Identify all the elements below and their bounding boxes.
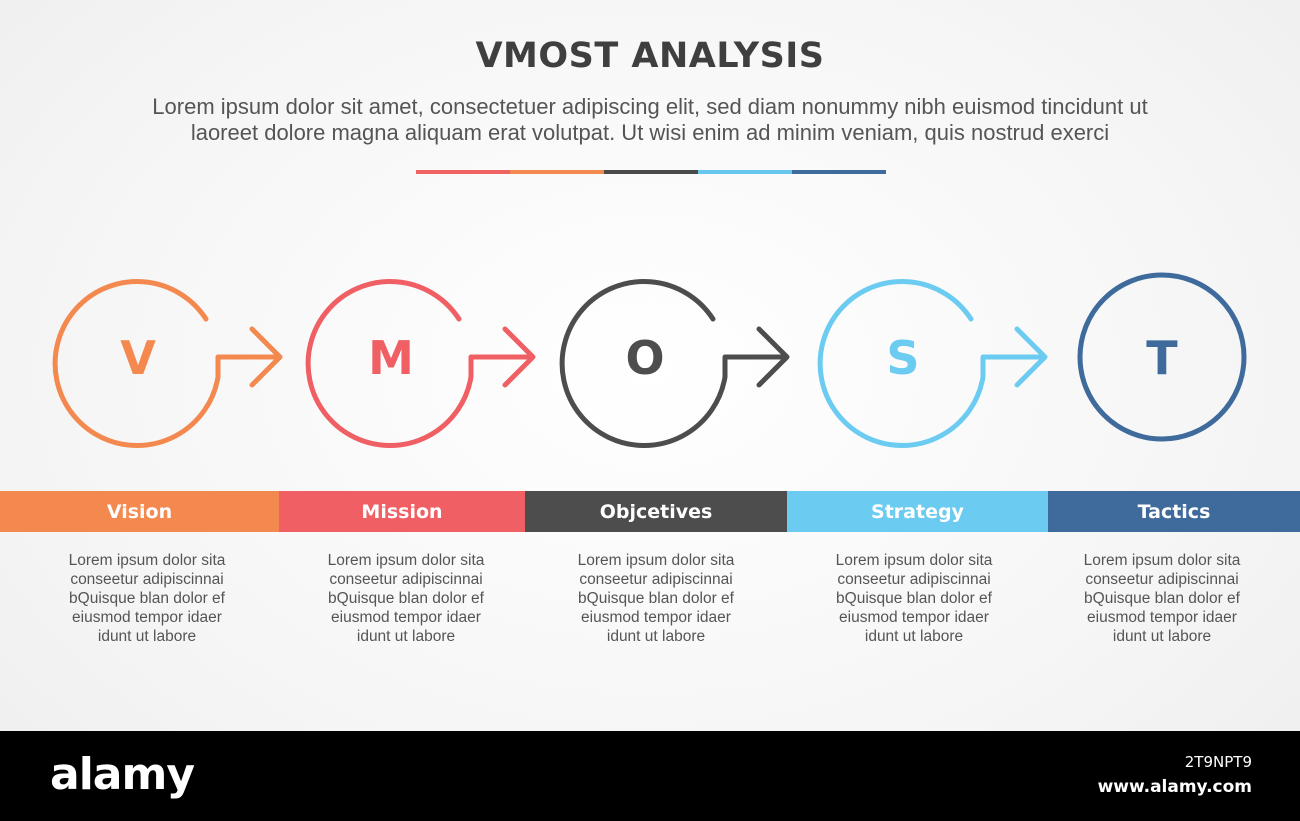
image-id: 2T9NPT9: [1184, 753, 1252, 771]
text-line: eiusmod tempor idaer: [839, 609, 989, 626]
text-line: idunt ut labore: [97, 628, 197, 645]
text-line: idunt ut labore: [356, 628, 456, 645]
label-vision: Vision: [0, 491, 279, 532]
step-description-tactics: Lorem ipsum dolor sita conseetur adipisc…: [1062, 551, 1262, 646]
step-node-m: M: [305, 278, 536, 448]
description-line-2: laoreet dolore magna aliquam erat volutp…: [190, 120, 1110, 145]
step-description-vision: Lorem ipsum dolor sita conseetur adipisc…: [47, 551, 247, 646]
vmost-diagram: V M O S T: [52, 272, 1247, 448]
text-line: conseetur adipiscinnai: [837, 571, 991, 588]
circle-icon: [1077, 272, 1247, 442]
label-mission: Mission: [279, 491, 525, 532]
circle-arrow-icon: [52, 278, 283, 448]
text-line: Lorem ipsum dolor sita: [68, 552, 226, 569]
text-line: eiusmod tempor idaer: [72, 609, 222, 626]
divider-segment: [510, 170, 604, 174]
text-line: bQuisque blan dolor ef: [328, 590, 484, 607]
color-divider: [416, 170, 886, 174]
step-node-o: O: [559, 278, 790, 448]
step-node-s: S: [817, 278, 1048, 448]
label-bar: Vision Mission Objcetives Strategy Tacti…: [0, 491, 1300, 532]
divider-segment: [792, 170, 886, 174]
text-line: Lorem ipsum dolor sita: [577, 552, 735, 569]
text-line: Lorem ipsum dolor sita: [835, 552, 993, 569]
text-line: Lorem ipsum dolor sita: [327, 552, 485, 569]
text-line: eiusmod tempor idaer: [331, 609, 481, 626]
text-line: bQuisque blan dolor ef: [1084, 590, 1240, 607]
text-line: idunt ut labore: [606, 628, 706, 645]
step-node-t: T: [1077, 272, 1247, 442]
text-line: Lorem ipsum dolor sita: [1083, 552, 1241, 569]
text-line: idunt ut labore: [864, 628, 964, 645]
text-line: idunt ut labore: [1112, 628, 1212, 645]
step-description-objectives: Lorem ipsum dolor sita conseetur adipisc…: [556, 551, 756, 646]
step-node-v: V: [52, 278, 283, 448]
page-title: VMOST ANALYSIS: [475, 36, 825, 76]
text-line: bQuisque blan dolor ef: [578, 590, 734, 607]
step-letter: M: [368, 331, 414, 385]
step-description-mission: Lorem ipsum dolor sita conseetur adipisc…: [306, 551, 506, 646]
text-line: conseetur adipiscinnai: [1085, 571, 1239, 588]
text-line: eiusmod tempor idaer: [1087, 609, 1237, 626]
divider-segment: [604, 170, 698, 174]
label-objectives: Objcetives: [525, 491, 787, 532]
text-line: bQuisque blan dolor ef: [69, 590, 225, 607]
step-letter: V: [120, 331, 156, 385]
circle-arrow-icon: [559, 278, 790, 448]
step-letter: O: [625, 331, 664, 385]
label-strategy: Strategy: [787, 491, 1048, 532]
circle-arrow-icon: [817, 278, 1048, 448]
step-description-strategy: Lorem ipsum dolor sita conseetur adipisc…: [814, 551, 1014, 646]
text-line: conseetur adipiscinnai: [329, 571, 483, 588]
text-line: bQuisque blan dolor ef: [836, 590, 992, 607]
site-url: www.alamy.com: [1097, 777, 1252, 797]
alamy-logo: alamy: [50, 749, 195, 800]
circle-arrow-icon: [305, 278, 536, 448]
divider-segment: [416, 170, 510, 174]
step-letter: S: [886, 331, 919, 385]
step-letter: T: [1146, 331, 1178, 385]
text-line: conseetur adipiscinnai: [579, 571, 733, 588]
text-line: conseetur adipiscinnai: [70, 571, 224, 588]
watermark-footer: alamy 2T9NPT9 www.alamy.com: [0, 731, 1300, 821]
description: Lorem ipsum dolor sit amet, consectetuer…: [90, 94, 1210, 146]
text-line: eiusmod tempor idaer: [581, 609, 731, 626]
description-line-1: Lorem ipsum dolor sit amet, consectetuer…: [152, 94, 1148, 119]
label-tactics: Tactics: [1048, 491, 1300, 532]
divider-segment: [698, 170, 792, 174]
